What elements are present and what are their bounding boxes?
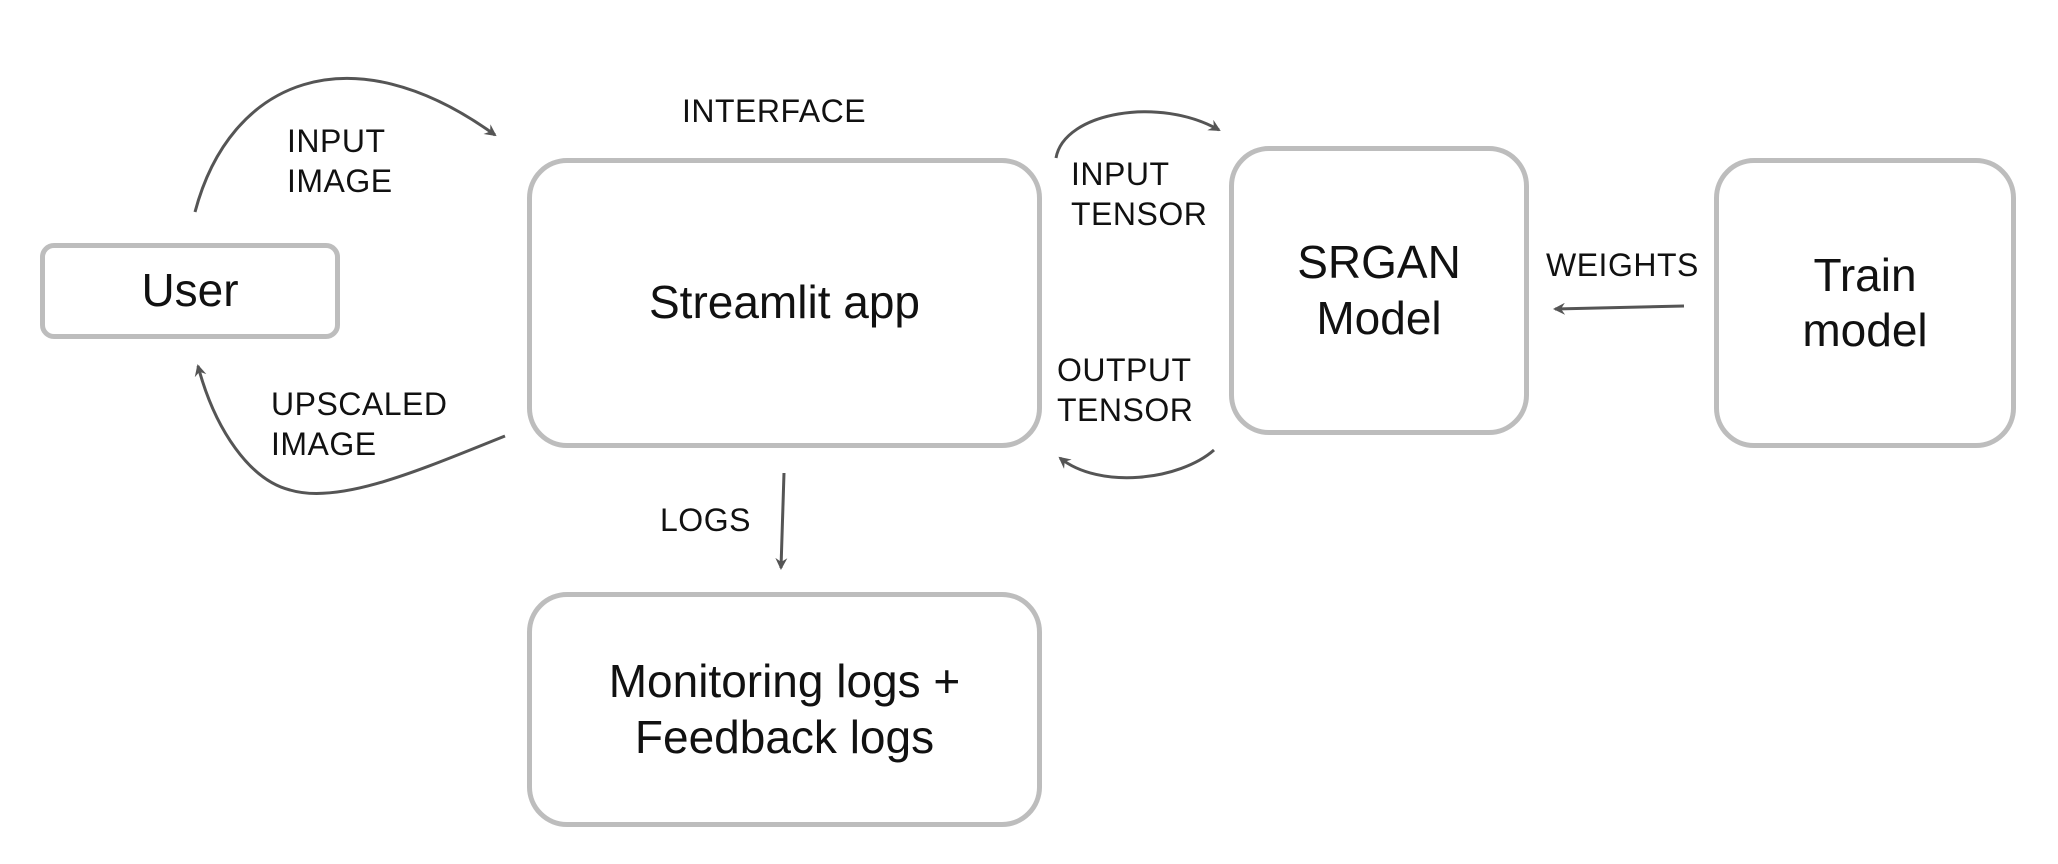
edge-label-upscaled-image: UPSCALED IMAGE: [271, 386, 448, 462]
edge-input-tensor-arrow: [1054, 110, 1221, 159]
edge-input-image-arrow: [193, 76, 497, 213]
edge-logs-arrow: [775, 472, 788, 570]
user-node: User: [40, 243, 340, 339]
train-model-node: Train model: [1714, 158, 2016, 448]
edge-label-output-tensor: OUTPUT TENSOR: [1057, 352, 1194, 428]
edge-label-input-tensor: INPUT TENSOR: [1071, 156, 1208, 232]
edge-weights-arrow: [1553, 302, 1685, 315]
edge-label-interface: INTERFACE: [682, 93, 867, 129]
edge-label-weights: WEIGHTS: [1546, 247, 1699, 283]
edge-upscaled-image-arrow: [194, 364, 506, 496]
edge-output-tensor-arrow: [1058, 448, 1215, 480]
edge-label-logs: LOGS: [660, 502, 751, 538]
edge-label-input-image: INPUT IMAGE: [287, 123, 393, 199]
streamlit-app-node: Streamlit app: [527, 158, 1042, 448]
srgan-model-node: SRGAN Model: [1229, 146, 1529, 435]
logs-store-node: Monitoring logs + Feedback logs: [527, 592, 1042, 827]
